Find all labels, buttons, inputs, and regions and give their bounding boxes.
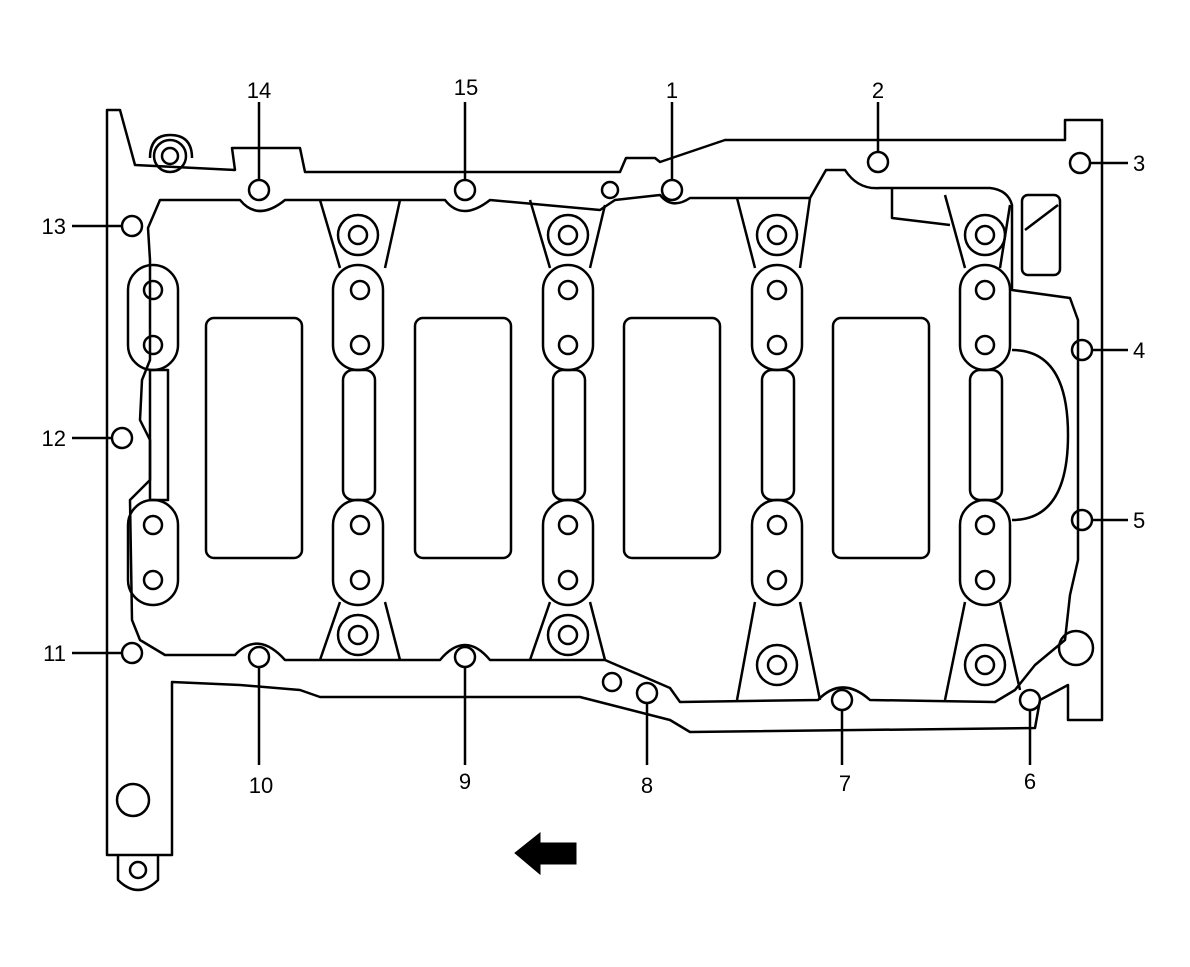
callout-11: 11 xyxy=(43,641,66,666)
bolt-4-hole xyxy=(1070,338,1094,362)
callout-3: 3 xyxy=(1133,151,1145,176)
bolt-3-hole xyxy=(1068,151,1092,175)
window-1 xyxy=(204,316,304,560)
callout-12: 12 xyxy=(42,426,66,451)
bolt-6-hole xyxy=(1018,688,1042,712)
callout-13: 13 xyxy=(42,214,66,239)
window-3 xyxy=(622,316,722,560)
bolt-10-hole xyxy=(247,645,271,669)
bolt-2-hole xyxy=(866,150,890,174)
bolt-9-hole xyxy=(453,645,477,669)
bolt-12-hole xyxy=(110,426,134,450)
callout-9: 9 xyxy=(459,769,471,794)
callout-8: 8 xyxy=(641,773,653,798)
bolt-5-hole xyxy=(1070,508,1094,532)
bolt-1-hole xyxy=(660,178,684,202)
leader-lines xyxy=(72,102,1128,765)
bedplate-casting xyxy=(105,108,1104,892)
window-2 xyxy=(413,316,513,560)
callout-6: 6 xyxy=(1024,769,1036,794)
window-4 xyxy=(831,316,931,560)
bolt-13-hole xyxy=(120,214,144,238)
casting-inner-rim xyxy=(128,168,1080,704)
top-left-ear xyxy=(148,133,194,159)
casting-outline xyxy=(105,108,1104,857)
arrow-left-icon xyxy=(514,831,577,876)
side-bolt-bosses xyxy=(115,138,1095,880)
left-bracket xyxy=(116,855,160,892)
callout-5: 5 xyxy=(1133,508,1145,533)
callout-4: 4 xyxy=(1133,338,1145,363)
bolt-7-hole xyxy=(830,688,854,712)
perimeter-bolts xyxy=(110,150,1094,712)
callout-labels: 1 2 3 4 5 6 7 8 9 10 11 12 13 14 15 xyxy=(42,75,1146,798)
bearing-webs xyxy=(126,188,1070,701)
callout-14: 14 xyxy=(247,78,271,103)
callout-2: 2 xyxy=(872,78,884,103)
bolt-11-hole xyxy=(120,641,144,665)
callout-10: 10 xyxy=(249,773,273,798)
main-bearing-bolts xyxy=(142,279,996,591)
callout-1: 1 xyxy=(666,78,678,103)
bolt-15-hole xyxy=(453,178,477,202)
callout-15: 15 xyxy=(454,75,478,100)
callout-7: 7 xyxy=(839,771,851,796)
bolt-14-hole xyxy=(247,178,271,202)
bolt-8-hole xyxy=(635,681,659,705)
